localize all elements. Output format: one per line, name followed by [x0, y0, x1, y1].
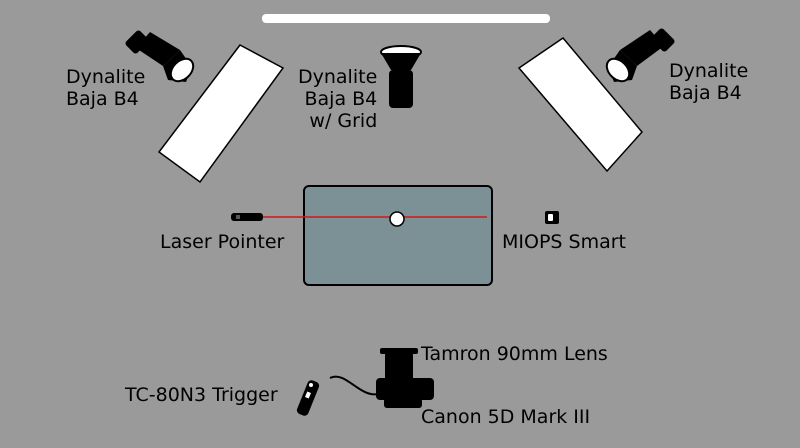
- label-miops-smart: MIOPS Smart: [502, 231, 626, 253]
- laser-pointer-icon: [231, 213, 263, 221]
- label-lens: Tamron 90mm Lens: [421, 343, 608, 365]
- softbox-left: [157, 44, 285, 184]
- miops-sensor-icon: [545, 211, 559, 224]
- cable-release-icon: [296, 380, 320, 416]
- flash-head-center-icon: [380, 45, 422, 108]
- label-light-center: Dynalite Baja B4 w/ Grid: [298, 66, 378, 132]
- label-camera: Canon 5D Mark III: [421, 406, 591, 428]
- flash-head-left-icon: [125, 30, 195, 83]
- softbox-right: [517, 36, 643, 173]
- drop-target: [389, 211, 405, 227]
- label-light-right: Dynalite Baja B4: [669, 60, 749, 104]
- label-light-left: Dynalite Baja B4: [66, 66, 146, 110]
- flash-head-right-icon: [605, 28, 675, 83]
- label-laser-pointer: Laser Pointer: [160, 231, 285, 253]
- trigger-cable: [329, 375, 379, 396]
- table-surface: [303, 185, 493, 286]
- camera-icon: [376, 348, 434, 408]
- label-trigger: TC-80N3 Trigger: [125, 384, 278, 406]
- lens-icon: [385, 352, 413, 382]
- backdrop-bar: [262, 14, 550, 23]
